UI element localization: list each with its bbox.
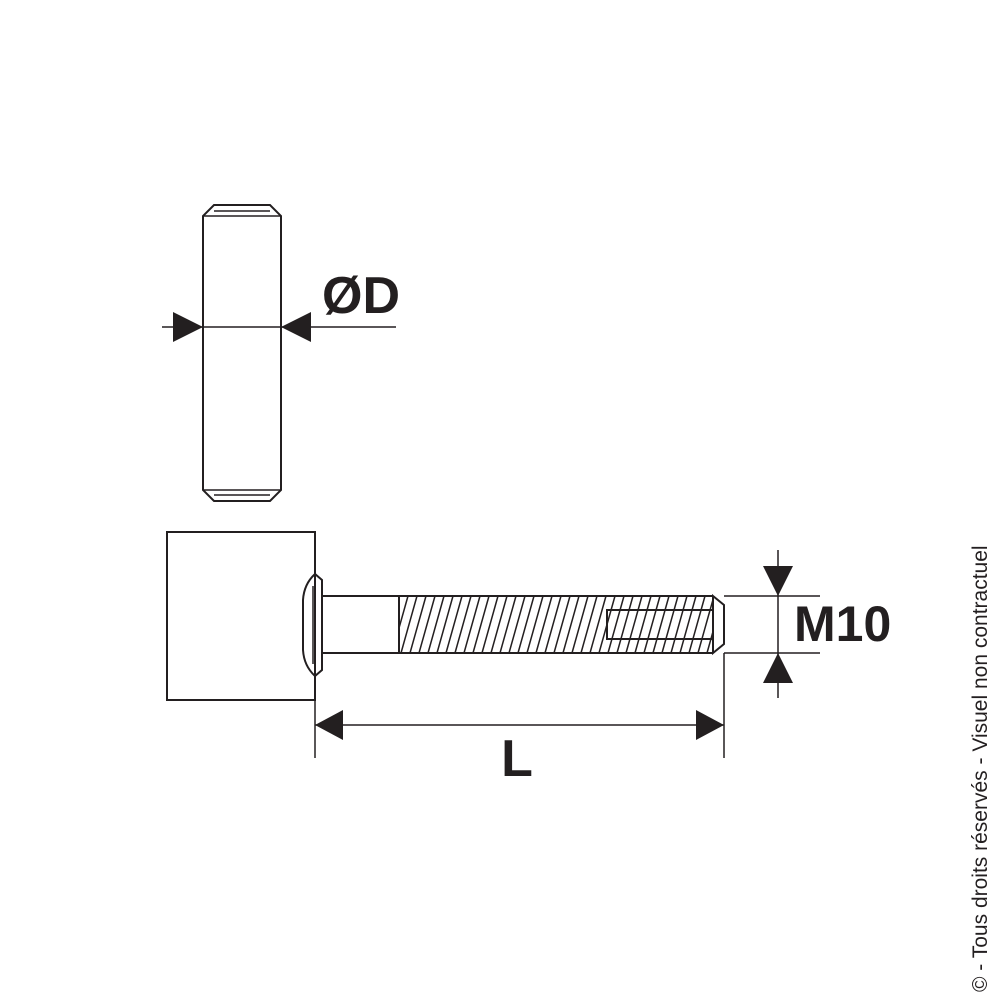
thread-dimension: M10 <box>724 550 891 698</box>
length-label: L <box>501 730 533 788</box>
diameter-arrow-right <box>281 312 311 342</box>
thread-arrow-bottom <box>763 653 793 683</box>
bolt-tip <box>712 593 725 656</box>
thread-hatch-line <box>652 595 670 654</box>
thread-hatch-line <box>409 595 427 654</box>
length-dimension: L <box>314 653 725 788</box>
thread-hatch-line <box>445 595 463 654</box>
thread-hatch-line <box>490 595 508 654</box>
thread-hatch-line <box>625 595 643 654</box>
copyright-notice: © - Tous droits réservés - Visuel non co… <box>969 545 992 992</box>
thread-hatch-line <box>616 595 634 654</box>
connector-bolt <box>302 572 725 678</box>
thread-hatch-line <box>571 595 589 654</box>
thread-hatch-line <box>670 595 688 654</box>
thread-hatch-line <box>454 595 472 654</box>
length-arrow-left <box>315 710 343 740</box>
thread-hatch-line <box>398 595 409 629</box>
thread-hatch-line <box>580 595 598 654</box>
thread-hatch-line <box>589 595 607 654</box>
thread-label: M10 <box>794 596 891 652</box>
cross-dowel-pin <box>202 204 282 502</box>
thread-hatch-line <box>607 595 625 654</box>
thread-hatch-line <box>526 595 544 654</box>
thread-hatch-line <box>535 595 553 654</box>
thread-arrow-top <box>763 566 793 596</box>
thread-hatch-line <box>634 595 652 654</box>
length-arrow-right <box>696 710 724 740</box>
thread-hatch-line <box>679 595 697 654</box>
thread-hatch-line <box>544 595 562 654</box>
bolt-head <box>302 572 323 678</box>
pin-outline <box>202 204 282 502</box>
thread-hatch-line <box>499 595 517 654</box>
connector-body <box>166 531 316 701</box>
thread-hatch-line <box>553 595 571 654</box>
thread-hatch-line <box>436 595 454 654</box>
thread-hatching <box>398 595 714 654</box>
connector-block <box>166 531 316 701</box>
thread-hatch-line <box>472 595 490 654</box>
thread-hatch-line <box>562 595 580 654</box>
thread-hatch-line <box>697 599 714 654</box>
diameter-dimension: ØD <box>162 267 400 342</box>
thread-hatch-line <box>463 595 481 654</box>
thread-hatch-line <box>643 595 661 654</box>
thread-hatch-line <box>427 595 445 654</box>
thread-hatch-line <box>661 595 679 654</box>
thread-hatch-line <box>508 595 526 654</box>
diameter-arrow-left <box>173 312 203 342</box>
thread-hatch-line <box>517 595 535 654</box>
thread-hatch-line <box>418 595 436 654</box>
thread-hatch-line <box>688 595 706 654</box>
diameter-label: ØD <box>322 267 400 325</box>
thread-hatch-line <box>400 595 418 654</box>
thread-hatch-line <box>481 595 499 654</box>
